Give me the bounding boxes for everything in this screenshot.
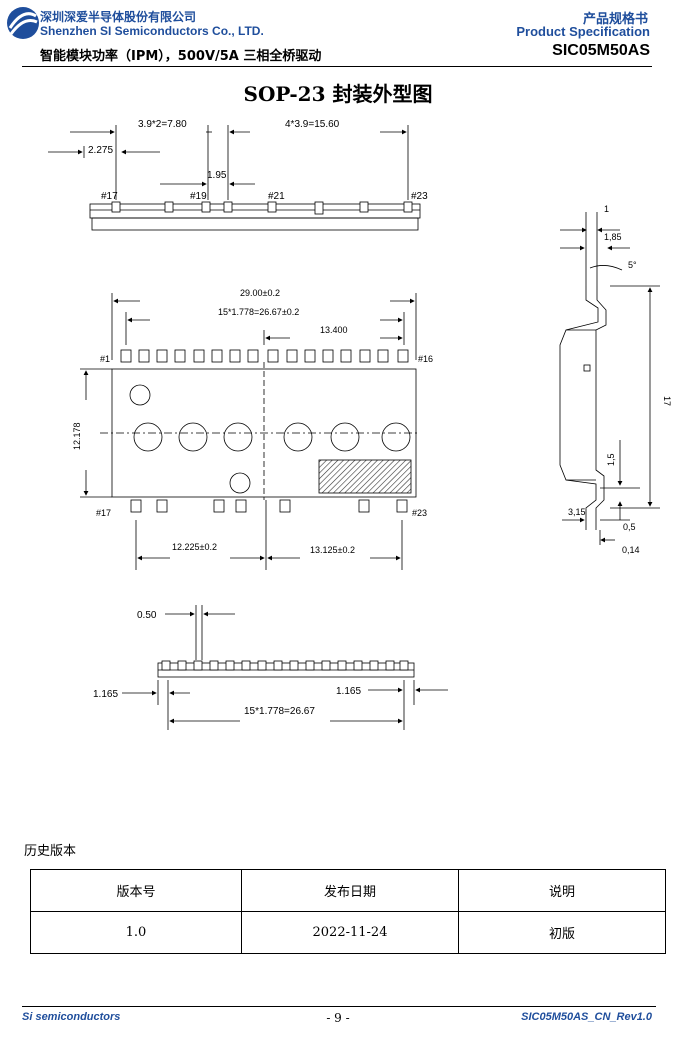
table-header-row: 版本号 发布日期 说明 (30, 869, 666, 912)
side-view (559, 212, 660, 545)
col-date: 发布日期 (241, 869, 459, 912)
pin-label-17-top: #17 (101, 191, 118, 202)
dim-top-1-95: 1.95 (207, 170, 227, 181)
dim-side-3-15: 3,15 (568, 507, 586, 517)
doc-type-en: Product Specification (516, 24, 650, 39)
dim-front-12-178: 12.178 (72, 422, 82, 450)
dim-front-13-4: 13.400 (320, 325, 348, 335)
dim-bottom-1-165-right: 1.165 (336, 686, 361, 697)
dim-front-13-125: 13.125±0.2 (310, 545, 355, 555)
dim-bottom-0-50: 0.50 (137, 610, 157, 621)
company-name-cn: 深圳深爱半导体股份有限公司 (40, 10, 197, 24)
history-table: 版本号 发布日期 说明 1.0 2022-11-24 初版 (30, 869, 666, 954)
dim-side-1-5: 1,5 (606, 453, 616, 466)
dim-side-0-5: 0,5 (623, 522, 636, 532)
package-drawing: 3.9*2=7.80 4*3.9=15.60 2.275 1.95 #17 #1… (48, 119, 672, 730)
footer-company: Si semiconductors (22, 1011, 121, 1023)
pin-label-23-top: #23 (411, 191, 428, 202)
page-number: - 9 - (326, 1011, 350, 1025)
table-row: 1.0 2022-11-24 初版 (30, 911, 666, 954)
dim-bottom-26-67: 15*1.778=26.67 (244, 706, 315, 717)
product-description: 智能模块功率（IPM），500V/5A 三相全桥驱动 (40, 49, 322, 64)
dim-side-0-14: 0,14 (622, 545, 640, 555)
dim-top-15-60: 4*3.9=15.60 (285, 119, 340, 130)
company-logo (6, 6, 40, 40)
dim-front-29: 29.00±0.2 (240, 288, 280, 298)
dim-front-12-225: 12.225±0.2 (172, 542, 217, 552)
footer-doc-id: SIC05M50AS_CN_Rev1.0 (521, 1011, 652, 1023)
page-title: SOP-23 封装外型图 (243, 82, 433, 106)
header-divider (22, 66, 652, 67)
model-number: SIC05M50AS (552, 42, 650, 59)
company-name-en: Shenzhen SI Semiconductors Co., LTD. (40, 24, 264, 38)
doc-type-cn: 产品规格书 (582, 12, 648, 27)
pin-label-21-top: #21 (268, 191, 285, 202)
pin-label-16: #16 (418, 354, 433, 364)
footer-divider (22, 1006, 656, 1007)
dim-front-26-67: 15*1.778=26.67±0.2 (218, 307, 299, 317)
dim-top-7-80: 3.9*2=7.80 (138, 119, 187, 130)
col-note: 说明 (458, 869, 666, 912)
col-version: 版本号 (30, 869, 242, 912)
dim-top-2-275: 2.275 (88, 145, 113, 156)
pin-label-19-top: #19 (190, 191, 207, 202)
bottom-view (122, 605, 448, 730)
top-view (48, 125, 421, 231)
cell-version: 1.0 (30, 911, 242, 954)
dim-side-angle: 5° (628, 260, 637, 270)
pin-label-17: #17 (96, 508, 111, 518)
front-view (80, 293, 420, 570)
dim-side-17: 17 (662, 396, 672, 406)
history-heading: 历史版本 (24, 844, 77, 859)
pin-label-1: #1 (100, 354, 110, 364)
dim-bottom-1-165-left: 1.165 (93, 689, 118, 700)
pin-label-23: #23 (412, 508, 427, 518)
cell-date: 2022-11-24 (241, 911, 459, 954)
dim-side-1: 1 (604, 204, 609, 214)
cell-note: 初版 (458, 911, 666, 954)
dim-side-1-85: 1,85 (604, 232, 622, 242)
